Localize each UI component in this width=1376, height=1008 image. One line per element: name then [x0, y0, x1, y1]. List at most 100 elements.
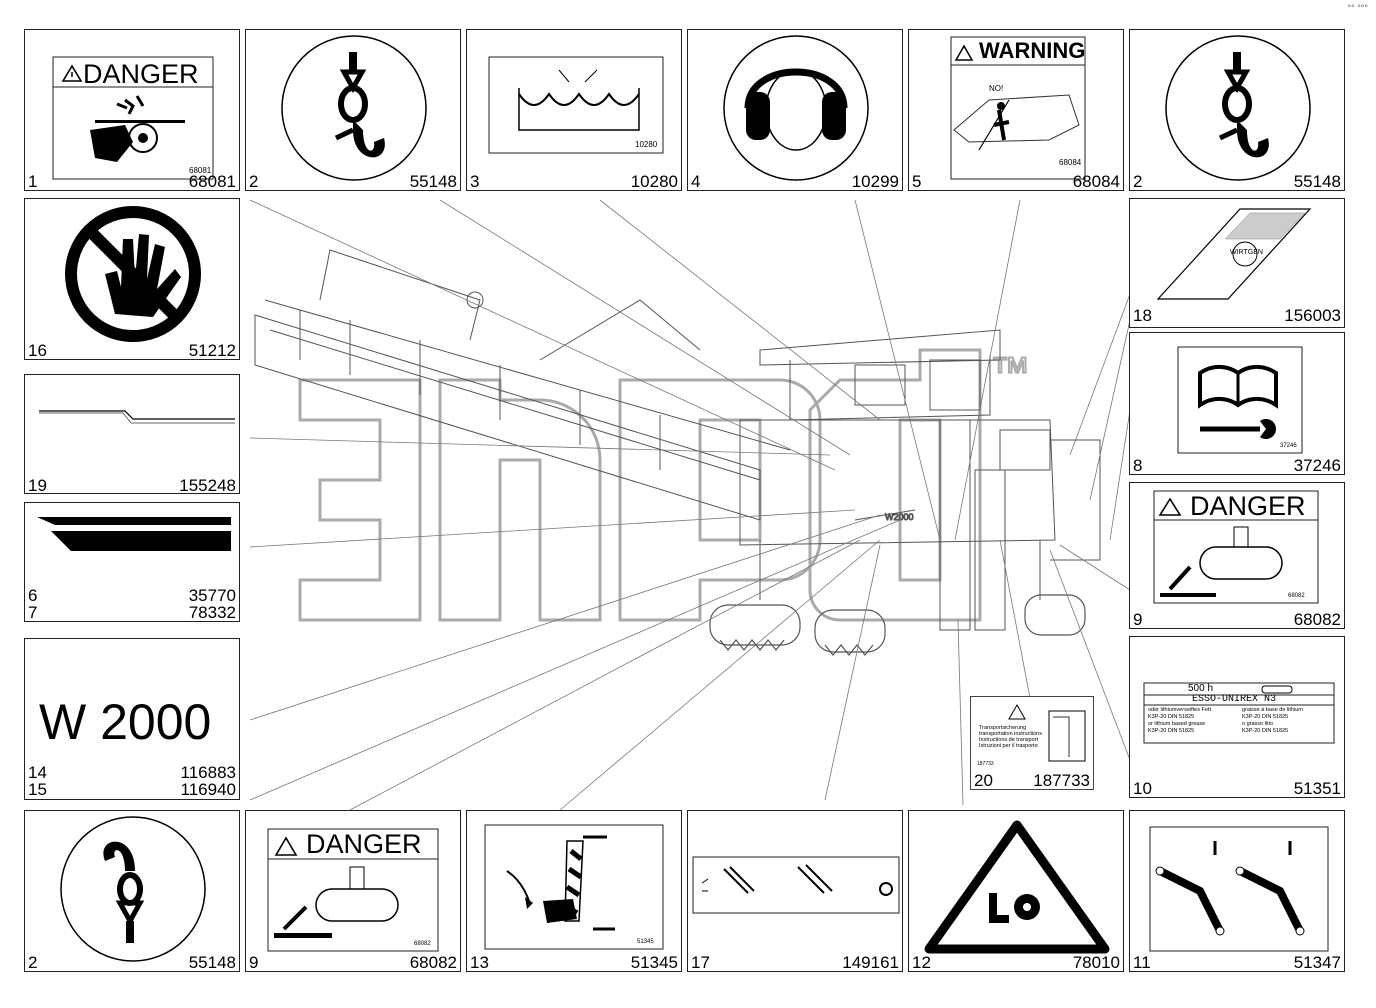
ear-protection-decal: [723, 35, 869, 181]
decal-panel-11[interactable]: 11 51347: [1129, 810, 1345, 972]
item-number: 17: [691, 953, 710, 972]
part-number: 116883: [180, 763, 236, 782]
decal-panel-13[interactable]: 51345 13 51345: [466, 810, 682, 972]
corner-mark: °° °°°: [1347, 3, 1369, 13]
crush-hand-decal: [484, 824, 664, 950]
item-number: 9: [249, 953, 259, 972]
decal-title: DANGER: [306, 829, 422, 859]
item-number: 9: [1133, 610, 1143, 629]
item-number: 14: [28, 763, 47, 782]
machine-model-text: W2000: [885, 512, 914, 522]
decal-code: 68082: [1288, 593, 1305, 599]
grease-label-decal: [1143, 682, 1335, 744]
part-number: 55148: [1293, 172, 1341, 191]
part-number: 68084: [1072, 172, 1120, 191]
watermark-logo: [298, 348, 982, 622]
decal-panel-18[interactable]: WIRTGEN 18 156003: [1129, 198, 1345, 328]
part-number: 51351: [1293, 779, 1341, 798]
part-number: 149161: [842, 953, 899, 972]
item-number: 11: [1133, 953, 1151, 972]
decal-code: 68082: [414, 941, 431, 947]
danger-pressure-tank-decal: [1153, 490, 1319, 604]
part-number: 116940: [180, 780, 236, 799]
lifting-hook-decal: [1165, 35, 1311, 181]
decal-code: 37246: [1280, 443, 1297, 449]
decal-title: DANGER: [1190, 491, 1306, 521]
part-number: 187733: [1033, 771, 1090, 790]
decal-panel-8[interactable]: 37246 8 37246: [1129, 332, 1345, 475]
decal-panel-2[interactable]: 2 55148: [245, 29, 461, 191]
manual-wrench-decal: [1177, 346, 1303, 454]
part-number: 51347: [1293, 953, 1341, 972]
side-stripe-decal: [37, 517, 231, 551]
model-lettering: W 2000: [39, 694, 212, 750]
part-number: 155248: [179, 476, 236, 495]
item-number: 7: [28, 603, 38, 622]
decal-panel-14-15[interactable]: W 2000 14 116883 15 116940: [24, 638, 240, 800]
decal-panel-5[interactable]: WARNING NO! 68084 5 68084: [908, 29, 1124, 191]
decal-panel-19[interactable]: 19 155248: [24, 374, 240, 494]
item-number: 16: [28, 341, 47, 360]
transport-instruction-decal: [1008, 703, 1086, 762]
machine-body: W2000: [739, 329, 1101, 631]
item-number: 20: [974, 771, 993, 790]
item-number: 1: [28, 172, 38, 191]
decal-panel-9a[interactable]: DANGER 68082 9 68082: [1129, 482, 1345, 629]
part-number: 10299: [851, 172, 899, 191]
brand-text: WIRTGEN: [1230, 249, 1263, 256]
decal-panel-10[interactable]: 500 h ESSO-UNIREX N3 oder lithiumverseif…: [1129, 636, 1345, 798]
item-number: 10: [1133, 779, 1152, 798]
wirtgen-strip-decal: [1156, 208, 1312, 300]
item-number: 2: [1133, 172, 1143, 191]
grease-interval: 500 h: [1188, 683, 1214, 694]
lifting-arms-decal: [1149, 826, 1329, 952]
item-number: 4: [691, 172, 701, 191]
part-number: 35770: [188, 586, 236, 605]
danger-crush-decal: [52, 56, 214, 180]
warning-triangle-milling-decal: [924, 820, 1110, 954]
leader-lines: [249, 199, 1166, 811]
item-number: 5: [912, 172, 922, 191]
decal-code: 10280: [635, 140, 658, 149]
lifting-hook-decal: [281, 35, 427, 181]
part-number: 68082: [409, 953, 457, 972]
decal-code: 68084: [1059, 158, 1082, 167]
item-number: 3: [470, 172, 480, 191]
part-number: 55148: [409, 172, 457, 191]
part-number: 68081: [188, 172, 236, 191]
hydraulic-cylinder-decal: [692, 856, 900, 914]
decal-panel-6-7[interactable]: 6 35770 7 78332: [24, 502, 240, 622]
decal-panel-4[interactable]: 4 10299: [687, 29, 903, 191]
decal-panel-17[interactable]: 17 149161: [687, 810, 903, 972]
item-number: 18: [1133, 306, 1152, 325]
part-number: 68082: [1293, 610, 1341, 629]
part-number: 78010: [1072, 953, 1120, 972]
tracks: [709, 594, 1086, 656]
part-number: 51212: [188, 341, 236, 360]
item-number: 6: [28, 586, 38, 605]
decal-panel-2b[interactable]: 2 55148: [1129, 29, 1345, 191]
decal-panel-1[interactable]: DANGER 68081 1 68081: [24, 29, 240, 191]
decal-title: DANGER: [83, 59, 199, 89]
decal-no-text: NO!: [989, 84, 1004, 93]
item-number: 2: [249, 172, 259, 191]
decal-panel-3[interactable]: 10280 3 10280: [466, 29, 682, 191]
wave-gauge-decal: [488, 56, 664, 154]
decal-panel-12[interactable]: 12 78010: [908, 810, 1124, 972]
part-number: 37246: [1293, 456, 1341, 475]
part-number: 55148: [188, 953, 236, 972]
decal-panel-2c[interactable]: 2 55148: [24, 810, 240, 972]
item-number: 8: [1133, 456, 1143, 475]
decal-panel-9b[interactable]: DANGER 68082 9 68082: [245, 810, 461, 972]
decal-code: 51345: [637, 939, 654, 945]
part-number: 10280: [630, 172, 678, 191]
item-number: 2: [28, 953, 38, 972]
decal-panel-16[interactable]: 16 51212: [24, 198, 240, 360]
item-number: 12: [912, 953, 931, 972]
no-touch-decal: [65, 206, 201, 342]
